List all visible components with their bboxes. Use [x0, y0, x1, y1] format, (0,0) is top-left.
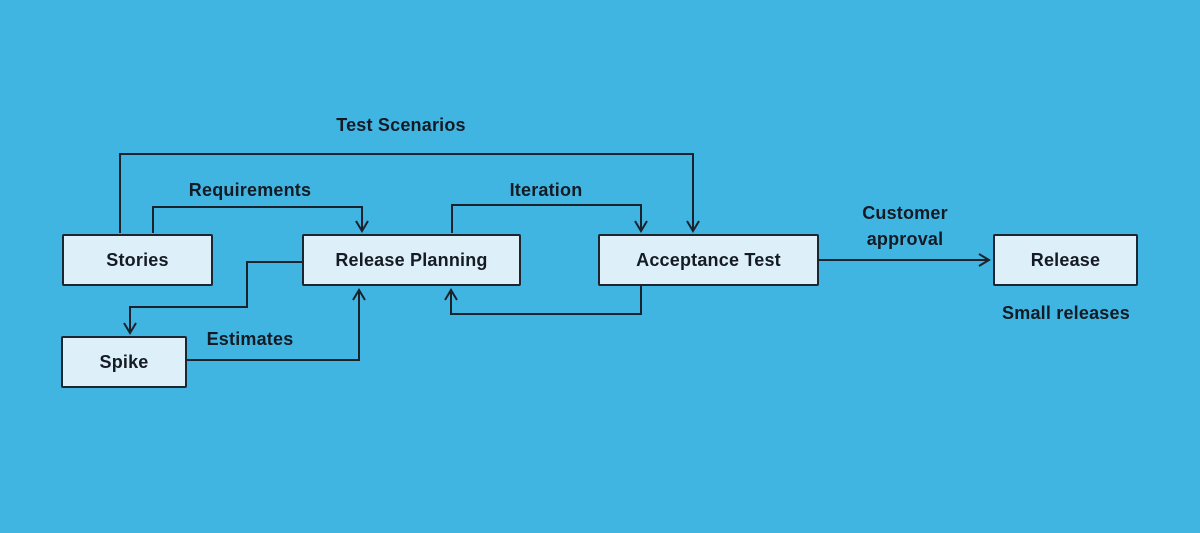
caption-small-releases: Small releases [1002, 303, 1130, 323]
node-spike-label: Spike [99, 351, 149, 372]
edge-stories-to-release-planning-requirements [152, 206, 369, 233]
node-release: Release [993, 234, 1138, 286]
edge-label-iteration: Iteration [509, 180, 583, 200]
edge-label-estimates: Estimates [206, 329, 294, 349]
edge-stories-to-acceptance-test-test-scenarios [119, 153, 700, 233]
node-stories: Stories [62, 234, 213, 286]
node-acceptance-test-label: Acceptance Test [636, 249, 781, 270]
edge-label-customer-approval: Customer approval [862, 203, 948, 249]
node-acceptance-test: Acceptance Test [598, 234, 819, 286]
edge-release-planning-to-spike [123, 261, 302, 335]
node-release-label: Release [1030, 249, 1101, 270]
edge-label-requirements: Requirements [188, 180, 312, 200]
node-release-planning: Release Planning [302, 234, 521, 286]
edge-acceptance-test-to-release-planning-loop [444, 286, 642, 315]
node-release-planning-label: Release Planning [335, 249, 488, 270]
edge-spike-to-release-planning-estimates [187, 288, 366, 361]
edge-release-planning-to-acceptance-test-iteration [451, 204, 648, 233]
edge-label-test-scenarios: Test Scenarios [336, 115, 466, 135]
node-spike: Spike [61, 336, 187, 388]
node-stories-label: Stories [106, 249, 169, 270]
